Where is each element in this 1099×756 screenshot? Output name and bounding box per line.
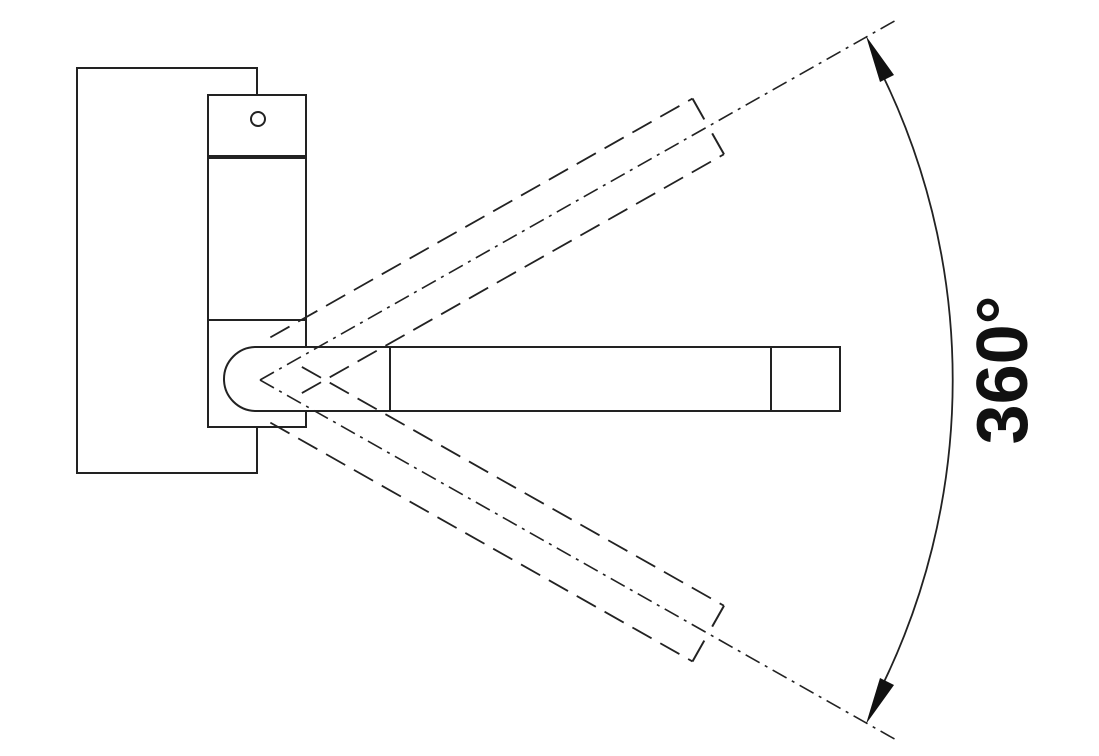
spout-rotated-down (259, 366, 898, 742)
faucet-cap (207, 94, 307, 157)
rotation-label: 360° (963, 295, 1043, 445)
arrow-up-icon (866, 36, 894, 82)
rotation-arc (866, 36, 954, 724)
arrow-down-icon (866, 678, 894, 724)
spout-center-position (223, 346, 841, 412)
faucet-body (207, 157, 307, 321)
mounting-plate (76, 67, 258, 474)
spout-rotated-up (259, 18, 898, 394)
cap-hole (250, 111, 266, 127)
